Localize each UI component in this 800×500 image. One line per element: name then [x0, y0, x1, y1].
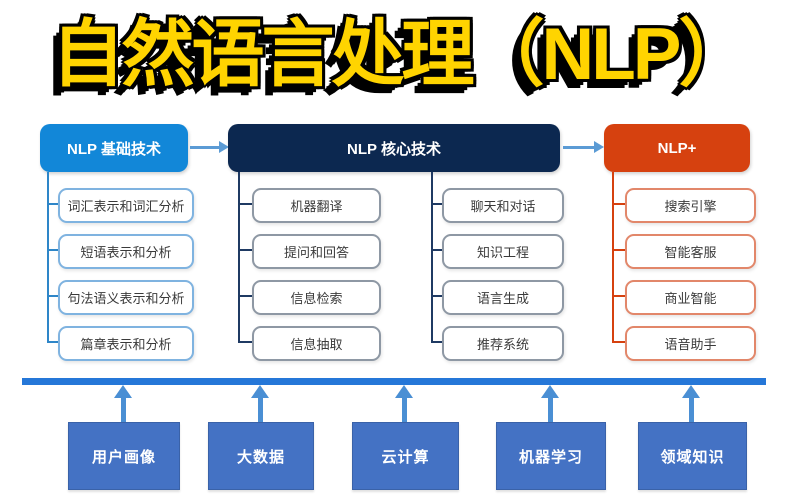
- foundation-box: 领域知识: [638, 422, 747, 490]
- tree-node: 提问和回答: [252, 234, 381, 269]
- arrow-up-icon: [682, 385, 700, 398]
- arrow-up-stem: [548, 397, 553, 423]
- tree-node: 商业智能: [625, 280, 756, 315]
- connector-branch: [47, 249, 58, 251]
- arrow-up-stem: [402, 397, 407, 423]
- tree-node: 推荐系统: [442, 326, 564, 361]
- arrow-up-icon: [541, 385, 559, 398]
- tree-node: 语言生成: [442, 280, 564, 315]
- arrow-up-icon: [114, 385, 132, 398]
- tree-node: 聊天和对话: [442, 188, 564, 223]
- foundation-box: 机器学习: [496, 422, 606, 490]
- connector-branch: [238, 249, 252, 251]
- tree-node: 句法语义表示和分析: [58, 280, 194, 315]
- arrow-right-icon: [190, 141, 229, 153]
- connector-branch: [431, 249, 442, 251]
- connector-trunk-core-right: [431, 172, 433, 343]
- connector-branch: [612, 249, 625, 251]
- tree-node: 信息抽取: [252, 326, 381, 361]
- connector-branch: [612, 203, 625, 205]
- connector-branch: [47, 341, 58, 343]
- connector-branch: [431, 203, 442, 205]
- tree-node: 短语表示和分析: [58, 234, 194, 269]
- header-nlp-basic: NLP 基础技术: [40, 124, 188, 172]
- connector-branch: [612, 341, 625, 343]
- connector-branch: [47, 295, 58, 297]
- connector-branch: [238, 295, 252, 297]
- arrow-up-icon: [395, 385, 413, 398]
- connector-branch: [238, 203, 252, 205]
- arrow-up-stem: [258, 397, 263, 423]
- tree-node: 词汇表示和词汇分析: [58, 188, 194, 223]
- connector-trunk-core-left: [238, 172, 240, 343]
- tree-node: 搜索引擎: [625, 188, 756, 223]
- platform-bar: [22, 378, 766, 385]
- connector-branch: [47, 203, 58, 205]
- foundation-box: 云计算: [352, 422, 459, 490]
- arrow-up-icon: [251, 385, 269, 398]
- foundation-box: 大数据: [208, 422, 314, 490]
- connector-branch: [238, 341, 252, 343]
- connector-branch: [612, 295, 625, 297]
- tree-node: 智能客服: [625, 234, 756, 269]
- tree-node: 知识工程: [442, 234, 564, 269]
- header-nlp-core: NLP 核心技术: [228, 124, 560, 172]
- tree-node: 篇章表示和分析: [58, 326, 194, 361]
- tree-node: 语音助手: [625, 326, 756, 361]
- foundation-box: 用户画像: [68, 422, 180, 490]
- tree-node: 机器翻译: [252, 188, 381, 223]
- arrow-up-stem: [121, 397, 126, 423]
- connector-trunk-basic: [47, 172, 49, 343]
- connector-trunk-plus: [612, 172, 614, 343]
- page-title: 自然语言处理（NLP）: [51, 14, 752, 95]
- header-nlp-plus: NLP+: [604, 124, 750, 172]
- arrow-up-stem: [689, 397, 694, 423]
- connector-branch: [431, 341, 442, 343]
- tree-node: 信息检索: [252, 280, 381, 315]
- arrow-right-icon: [563, 141, 604, 153]
- connector-branch: [431, 295, 442, 297]
